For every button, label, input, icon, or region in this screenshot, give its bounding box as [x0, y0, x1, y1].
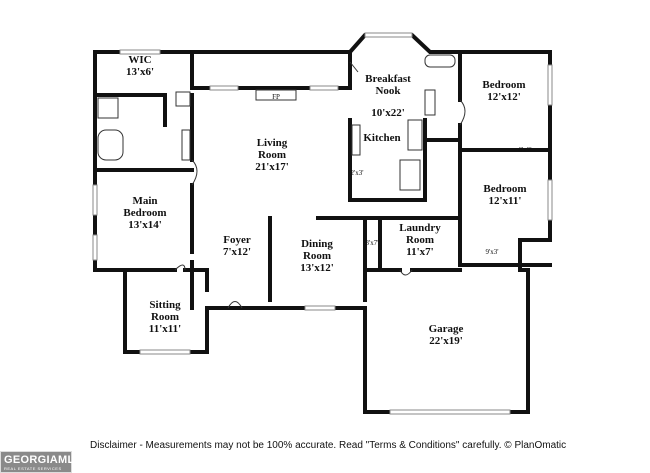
closet-b-size: 2'x3': [350, 169, 363, 177]
window: [547, 179, 553, 221]
main-bedroom-name: Main: [132, 195, 157, 207]
dining-room-name-2: Room: [303, 250, 331, 262]
door: [459, 99, 466, 126]
window: [92, 234, 98, 261]
dining-room-name: Dining: [301, 238, 333, 250]
sitting-room-name-2: Room: [151, 311, 179, 323]
door: [174, 264, 186, 271]
living-room-size: 21'x17': [255, 161, 289, 173]
windows: [92, 32, 553, 415]
closet-d-size: 3'x7': [365, 239, 378, 247]
georgia-mls-logo: GEORGIAMLS REAL ESTATE SERVICES: [0, 451, 82, 473]
logo-name: GEORGIAMLS: [4, 454, 83, 466]
exterior-wall: [93, 33, 552, 414]
disclaimer-text: Disclaimer - Measurements may not be 100…: [90, 440, 567, 451]
foyer-size: 7'x12': [223, 246, 251, 258]
garage-size: 22'x19': [429, 335, 463, 347]
vanity: [424, 89, 436, 116]
laundry-room-name: Laundry: [399, 222, 441, 234]
main-bedroom-size: 13'x14': [128, 219, 162, 231]
main-bedroom-name-2: Bedroom: [123, 207, 166, 219]
counter: [351, 124, 361, 156]
window: [92, 184, 98, 216]
living-room-name-2: Room: [258, 149, 286, 161]
closet-labels: 6'x2' 2'x3' 9'x3' 3'x7': [350, 146, 531, 256]
window: [139, 349, 191, 355]
sitting-room-size: 11'x11': [149, 323, 181, 335]
wic-size: 13'x6': [126, 66, 154, 78]
sitting-room-name: Sitting: [149, 299, 181, 311]
vanity: [181, 129, 191, 161]
window: [547, 64, 553, 106]
fixtures: [97, 54, 456, 191]
doors: [174, 61, 466, 309]
interior-walls: [93, 50, 552, 310]
logo-subtitle: REAL ESTATE SERVICES: [4, 466, 62, 471]
foyer-name: Foyer: [223, 234, 251, 246]
window: [119, 49, 161, 55]
laundry-wall: [316, 216, 462, 272]
counter: [407, 119, 423, 151]
breakfast-nook-name: Breakfast: [365, 73, 411, 85]
main-bedroom-wall: [93, 168, 194, 310]
bedroom-2-name: Bedroom: [483, 183, 526, 195]
bedroom-1-size: 12'x12': [487, 91, 521, 103]
tub: [424, 54, 456, 68]
laundry-bottom-wall: [363, 263, 552, 272]
living-room-name: Living: [257, 137, 288, 149]
shower: [97, 97, 119, 119]
front-door: [227, 301, 243, 309]
window: [309, 85, 339, 91]
door: [191, 159, 198, 186]
wic-wall: [93, 93, 194, 162]
door: [399, 269, 413, 276]
fireplace-box: [255, 89, 297, 101]
range: [399, 159, 421, 191]
sitting-room-wall: [123, 268, 209, 292]
laundry-room-name-2: Room: [406, 234, 434, 246]
breakfast-nook-size: 10'x22': [371, 107, 405, 119]
kitchen-name: Kitchen: [363, 132, 400, 144]
garage-name: Garage: [429, 323, 464, 335]
bedroom-2-size: 12'x11': [488, 195, 521, 207]
window: [304, 305, 336, 311]
dining-room-size: 13'x12': [300, 262, 334, 274]
toilet: [175, 91, 191, 107]
room-labels: WIC 13'x6' Breakfast Nook 10'x22' Bedroo…: [123, 54, 526, 347]
bedroom-1-name: Bedroom: [482, 79, 525, 91]
closet-a-size: 6'x2': [518, 146, 531, 154]
exterior-walls: [93, 33, 552, 414]
breakfast-nook-name-2: Nook: [375, 85, 401, 97]
window: [364, 32, 413, 38]
door: [349, 61, 359, 73]
bedroom-walls: [423, 50, 552, 267]
kitchen-wall: [348, 118, 427, 202]
garage-door: [389, 409, 511, 415]
laundry-room-size: 11'x7': [406, 246, 434, 258]
wic-name: WIC: [128, 54, 151, 66]
closet-c-size: 9'x3': [485, 248, 498, 256]
window: [209, 85, 239, 91]
fireplace-label: FP: [272, 93, 280, 101]
bathtub: [97, 129, 124, 161]
